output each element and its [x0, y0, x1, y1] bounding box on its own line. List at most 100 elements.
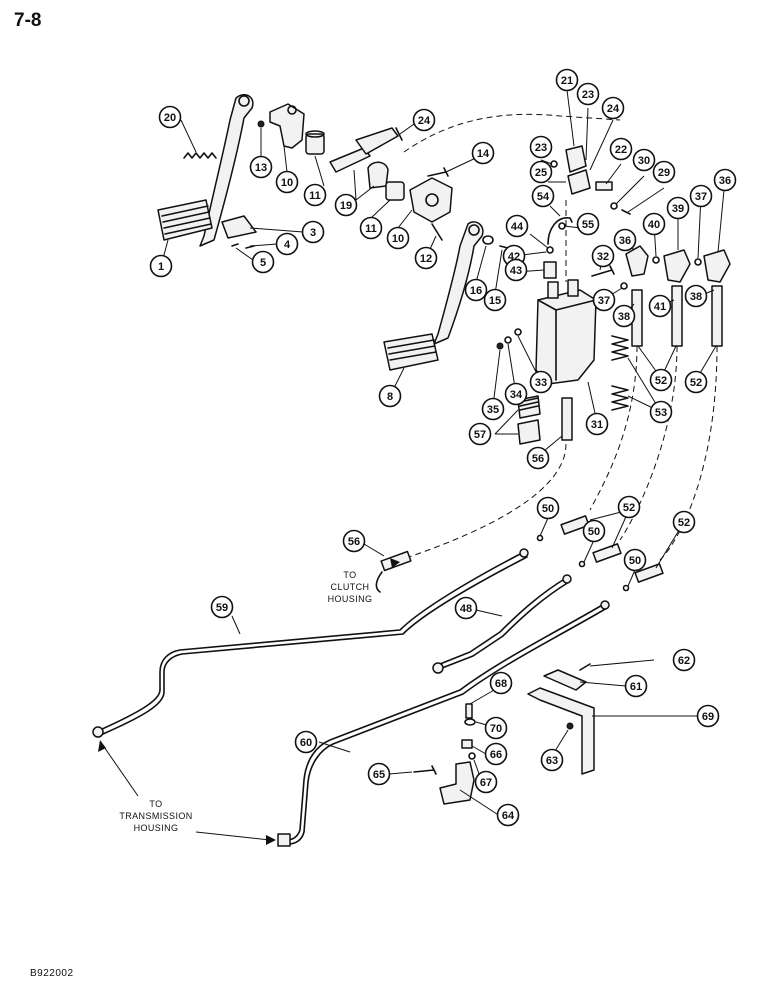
clamp-61: [543, 669, 587, 691]
callout-61: 61: [624, 674, 648, 698]
callout-label: 4: [284, 239, 291, 251]
callout-57: 57: [468, 422, 492, 446]
pin-22: [595, 181, 613, 191]
callout-circle: [648, 294, 672, 318]
callout-circle: [483, 288, 507, 312]
callout-circle: [649, 400, 673, 424]
callout-55: 55: [576, 212, 600, 236]
routing-line-56: [399, 443, 567, 561]
callout-70: 70: [484, 716, 508, 740]
fitting-52-b: [592, 543, 622, 563]
callout-label: 40: [648, 219, 660, 231]
clip-4-5: [231, 243, 255, 249]
callout-64: 64: [496, 803, 520, 827]
callout-30: 30: [632, 148, 656, 172]
callout-circle: [592, 288, 616, 312]
callout-66: 66: [484, 742, 508, 766]
callout-circle: [481, 397, 505, 421]
callout-label: 57: [474, 429, 486, 441]
callout-label: 23: [582, 89, 594, 101]
callout-label: 10: [392, 233, 404, 245]
bushing-11-upper: [305, 130, 325, 155]
callout-circle: [684, 284, 708, 308]
callout-40: 40: [642, 212, 666, 236]
bracket-64: [439, 761, 475, 805]
callout-label: 39: [672, 203, 684, 215]
arrowhead-tube-60: [266, 835, 276, 845]
callout-circle: [496, 803, 520, 827]
callout-5: 5: [251, 250, 275, 274]
arrow-to-tube-59: [101, 743, 139, 797]
callout-label: 23: [535, 142, 547, 154]
note-transmission-line-2: TRANSMISSION: [119, 811, 192, 821]
callout-56: 56: [526, 446, 550, 470]
callout-label: 32: [597, 251, 609, 263]
callout-circle: [536, 496, 560, 520]
bolt-14: [427, 167, 449, 177]
callout-43: 43: [504, 258, 528, 282]
hose-56-upper: [561, 397, 573, 441]
fitting-52-a: [560, 515, 590, 535]
callout-circle: [468, 422, 492, 446]
callout-label: 52: [690, 377, 702, 389]
note-clutch-line-1: TO: [343, 570, 356, 580]
callout-circle: [414, 246, 438, 270]
callout-label: 20: [164, 112, 176, 124]
callout-circle: [613, 228, 637, 252]
arrowhead-hose-56: [390, 558, 400, 568]
callout-label: 21: [561, 75, 573, 87]
callout-circle: [359, 216, 383, 240]
callout-35: 35: [481, 397, 505, 421]
callout-36: 36: [613, 228, 637, 252]
elbow-36-right: [703, 249, 731, 283]
callout-52: 52: [672, 510, 696, 534]
block-21-25: [565, 145, 591, 195]
callout-circle: [526, 446, 550, 470]
callout-label: 29: [658, 167, 670, 179]
callout-14: 14: [471, 141, 495, 165]
callout-44: 44: [505, 214, 529, 238]
callout-label: 37: [598, 295, 610, 307]
callout-label: 41: [654, 301, 666, 313]
callout-circle: [275, 170, 299, 194]
callout-label: 50: [542, 503, 554, 515]
callout-circle: [342, 529, 366, 553]
valve-body-31: [535, 279, 597, 385]
callout-label: 15: [489, 295, 501, 307]
routing-line-52a: [589, 345, 638, 511]
callout-39: 39: [666, 196, 690, 220]
callout-31: 31: [585, 412, 609, 436]
callout-circle: [484, 742, 508, 766]
routing-line-52b: [619, 345, 678, 541]
nut-63: [566, 722, 574, 730]
bushing-11-lower: [385, 181, 405, 201]
callout-label: 68: [495, 678, 507, 690]
nut-13: [257, 120, 265, 128]
callout-label: 50: [588, 526, 600, 538]
note-clutch-line-2: CLUTCH: [331, 582, 370, 592]
clip-66-67: [461, 739, 476, 760]
callout-3: 3: [301, 220, 325, 244]
callout-circle: [585, 412, 609, 436]
callout-54: 54: [531, 184, 555, 208]
callout-label: 63: [546, 755, 558, 767]
callout-label: 24: [607, 103, 620, 115]
callout-circle: [696, 704, 720, 728]
callout-59: 59: [210, 595, 234, 619]
callout-circle: [386, 226, 410, 250]
note-transmission-housing: TO TRANSMISSION HOUSING: [119, 799, 192, 833]
callout-67: 67: [474, 770, 498, 794]
orings-50: [536, 534, 630, 592]
callout-label: 52: [678, 517, 690, 529]
callout-29: 29: [652, 160, 676, 184]
callout-circle: [529, 135, 553, 159]
callout-10: 10: [386, 226, 410, 250]
callout-label: 50: [629, 555, 641, 567]
callout-circle: [210, 595, 234, 619]
tube-54: [547, 217, 573, 245]
callout-34: 34: [504, 382, 528, 406]
callout-label: 16: [470, 285, 482, 297]
clutch-pedal-1: [157, 94, 254, 247]
shaft-19: [329, 127, 399, 189]
